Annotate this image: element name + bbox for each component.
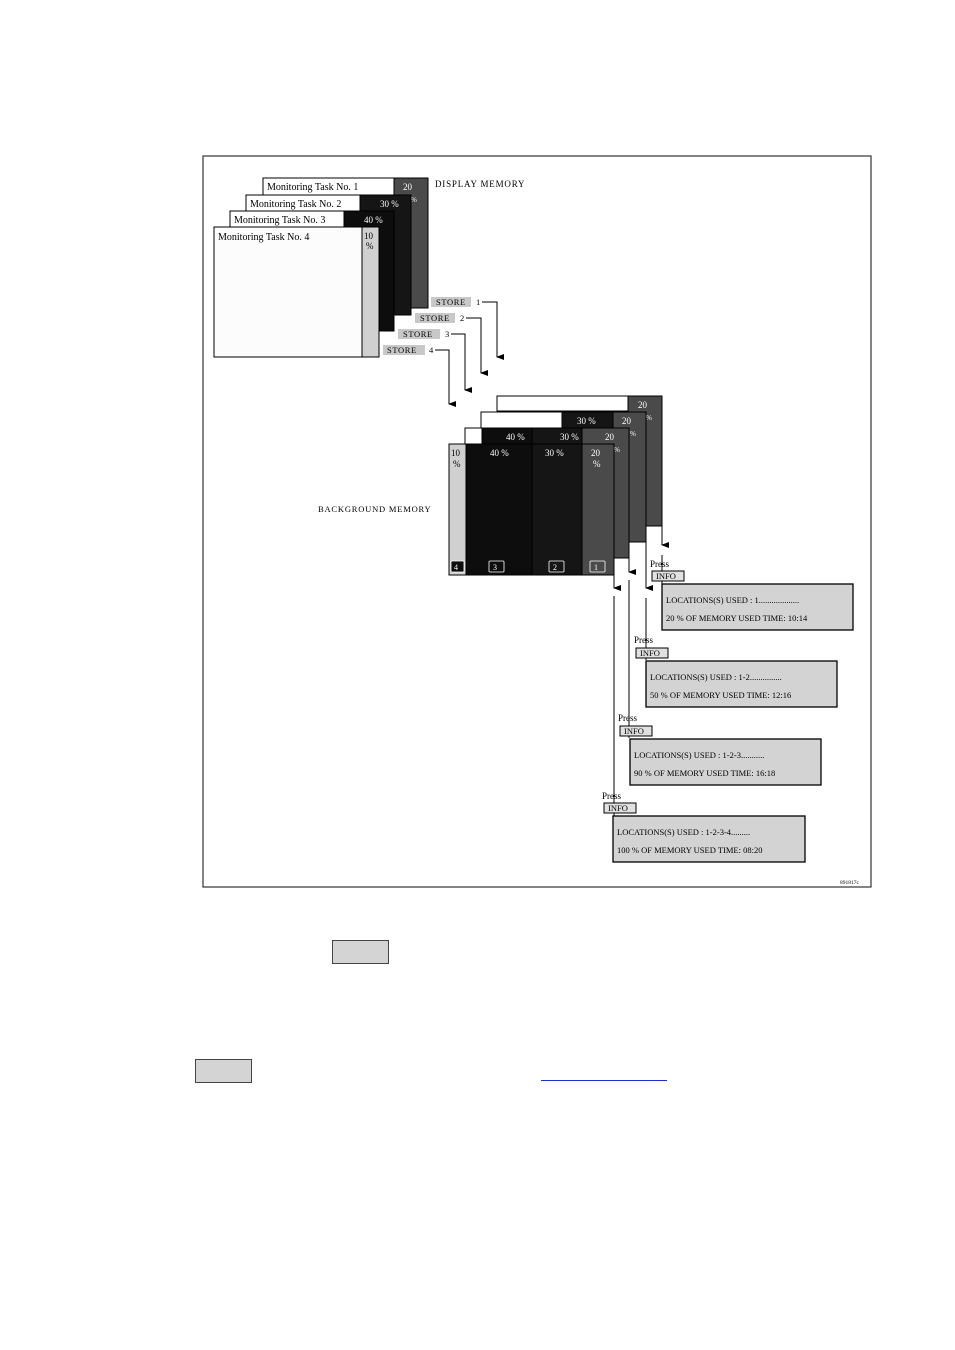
bg-row2-20: 20 bbox=[622, 416, 632, 426]
location-badge-1: 1 bbox=[594, 563, 598, 572]
info-panel-4: Press INFO LOCATIONS(S) USED : 1-2-3-4..… bbox=[602, 791, 806, 863]
info-panel-3: Press INFO LOCATIONS(S) USED : 1-2-3....… bbox=[618, 713, 822, 786]
bg-row3-20: 20 bbox=[605, 432, 615, 442]
info-1-press: Press bbox=[650, 559, 669, 569]
info-key-3[interactable] bbox=[619, 725, 653, 737]
info-1-line2: 20 % OF MEMORY USED TIME: 10:14 bbox=[666, 613, 808, 623]
store-key-4[interactable]: STORE 4 bbox=[383, 345, 434, 355]
store-key-4-num: 4 bbox=[429, 345, 434, 355]
task-3-title: Monitoring Task No. 3 bbox=[234, 215, 325, 226]
background-location-4-front: 10 % 40 % 30 % 20 % bbox=[448, 443, 615, 576]
task-2-pct: 30 % bbox=[380, 199, 399, 209]
info-4-line1: LOCATIONS(S) USED : 1-2-3-4......... bbox=[617, 827, 750, 837]
info-key-3-label: INFO bbox=[624, 726, 644, 736]
info-key-2-label: INFO bbox=[640, 648, 660, 658]
bg-row2-30: 30 % bbox=[577, 416, 596, 426]
bg-front-30: 30 % bbox=[545, 448, 564, 458]
info-4-press: Press bbox=[602, 791, 621, 801]
info-2-press: Press bbox=[634, 635, 653, 645]
bg-row3-30: 30 % bbox=[560, 432, 579, 442]
info-panel-1: Press INFO LOCATIONS(S) USED : 1........… bbox=[650, 559, 854, 631]
info-1-line1: LOCATIONS(S) USED : 1................... bbox=[666, 595, 799, 605]
info-3-press: Press bbox=[618, 713, 637, 723]
task-1-pct-unit: % bbox=[411, 196, 417, 204]
bg-front-20: 20 bbox=[591, 448, 601, 458]
info-key-1-label: INFO bbox=[656, 571, 676, 581]
task-2-title: Monitoring Task No. 2 bbox=[250, 199, 341, 210]
store-key-1-num: 1 bbox=[476, 297, 480, 307]
background-memory-label: BACKGROUND MEMORY bbox=[318, 504, 432, 514]
info-3-line1: LOCATIONS(S) USED : 1-2-3........... bbox=[634, 750, 764, 760]
bg-front-20-unit: % bbox=[593, 459, 601, 469]
location-badge-3: 3 bbox=[493, 563, 497, 572]
task-4-title: Monitoring Task No. 4 bbox=[218, 232, 309, 243]
bg-front-10: 10 bbox=[451, 448, 461, 458]
inline-key-box-1 bbox=[332, 940, 389, 964]
store-key-1-label: STORE bbox=[436, 297, 466, 307]
info-4-line2: 100 % OF MEMORY USED TIME: 08:20 bbox=[617, 845, 762, 855]
figure-id: 891817c bbox=[840, 880, 860, 886]
info-key-4[interactable] bbox=[603, 802, 637, 814]
location-badges: 4 3 2 1 bbox=[450, 560, 606, 573]
location-badge-4: 4 bbox=[454, 563, 458, 572]
store-key-3-label: STORE bbox=[403, 329, 433, 339]
display-memory-label: DISPLAY MEMORY bbox=[435, 179, 525, 189]
bg-row2-pct-unit: % bbox=[630, 430, 636, 438]
store-key-2-label: STORE bbox=[420, 313, 450, 323]
location-badge-2: 2 bbox=[553, 563, 557, 572]
bg-row3-pct-unit: % bbox=[614, 446, 620, 454]
store-arrows bbox=[435, 301, 504, 407]
bg-row3-40: 40 % bbox=[506, 432, 525, 442]
info-key-1[interactable] bbox=[651, 570, 685, 582]
bg-front-10-unit: % bbox=[453, 459, 461, 469]
store-key-1[interactable]: STORE 1 bbox=[431, 297, 480, 307]
hyperlink-underline[interactable] bbox=[541, 1079, 667, 1081]
task-1-pct: 20 bbox=[403, 182, 413, 192]
info-2-line2: 50 % OF MEMORY USED TIME: 12:16 bbox=[650, 690, 791, 700]
task-3-pct: 40 % bbox=[364, 215, 383, 225]
task-4-pct: 10 bbox=[364, 231, 374, 241]
display-task-4: Monitoring Task No. 4 10 % bbox=[213, 226, 380, 358]
store-key-2[interactable]: STORE 2 bbox=[415, 313, 464, 323]
info-key-4-label: INFO bbox=[608, 803, 628, 813]
store-key-2-num: 2 bbox=[460, 313, 464, 323]
info-3-line2: 90 % OF MEMORY USED TIME: 16:18 bbox=[634, 768, 775, 778]
bg-row1-pct-unit: % bbox=[646, 414, 652, 422]
bg-front-40: 40 % bbox=[490, 448, 509, 458]
task-1-title: Monitoring Task No. 1 bbox=[267, 182, 358, 193]
store-key-3-num: 3 bbox=[445, 329, 449, 339]
bg-row1-pct: 20 bbox=[638, 400, 648, 410]
info-panel-2: Press INFO LOCATIONS(S) USED : 1-2......… bbox=[634, 635, 838, 708]
info-2-line1: LOCATIONS(S) USED : 1-2............... bbox=[650, 672, 782, 682]
store-key-3[interactable]: STORE 3 bbox=[398, 329, 449, 339]
store-key-4-label: STORE bbox=[387, 345, 417, 355]
inline-key-box-2 bbox=[195, 1059, 252, 1083]
info-key-2[interactable] bbox=[635, 647, 669, 659]
task-4-pct-unit: % bbox=[366, 241, 374, 251]
